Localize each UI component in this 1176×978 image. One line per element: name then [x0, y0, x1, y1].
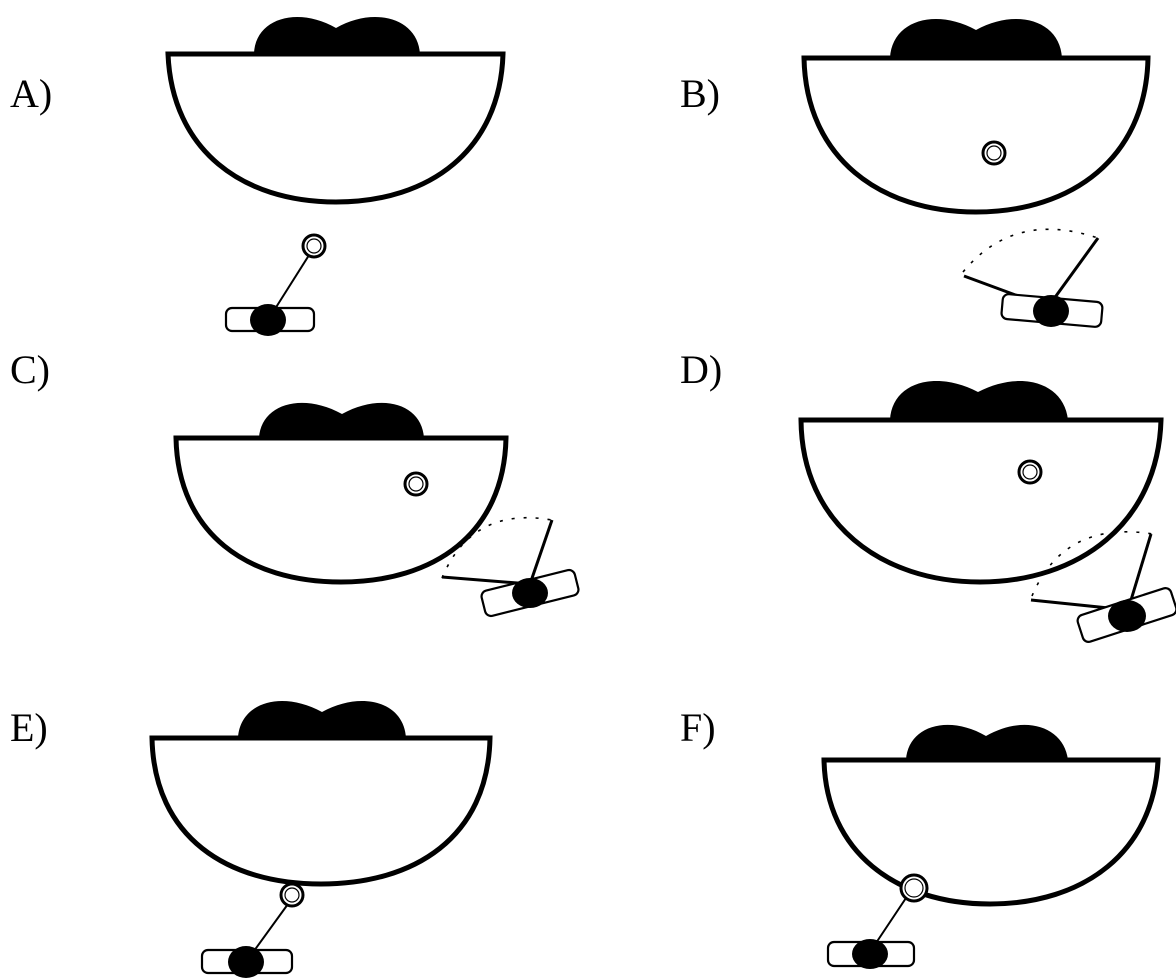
pendulum-bob — [1017, 459, 1043, 485]
pendulum-diagram-a — [165, 16, 506, 336]
pendulum-diagram-d — [798, 381, 1176, 643]
cap-shape — [254, 16, 420, 54]
panel-label: D) — [680, 347, 723, 392]
cap-shape — [890, 19, 1062, 58]
pivot-knob — [228, 946, 264, 978]
swing-arc — [962, 228, 1099, 273]
panel-label: F) — [680, 705, 716, 750]
pendulum-diagram-c — [173, 402, 580, 618]
bowl-shape — [801, 55, 1151, 215]
pendulum-diagram-b — [801, 19, 1151, 328]
panel-label: A) — [10, 71, 53, 116]
pendulum-rod-right — [1126, 533, 1153, 611]
panel-f: F) — [588, 652, 1176, 978]
bowl-shape — [149, 735, 493, 887]
pendulum-diagram-f — [821, 724, 1161, 969]
pivot-knob — [512, 578, 548, 608]
pendulum-bob — [301, 233, 327, 259]
panel-label: E) — [10, 705, 48, 750]
bowl-shape — [798, 417, 1164, 585]
pivot-knob — [250, 304, 286, 336]
panel-label: C) — [10, 347, 50, 392]
pivot-knob — [1108, 600, 1146, 632]
pendulum-bob — [981, 140, 1007, 166]
cap-shape — [906, 724, 1068, 760]
bowl-shape — [821, 757, 1161, 907]
pendulum-bob — [403, 471, 429, 497]
panel-a: A) — [0, 0, 588, 336]
cap-shape — [238, 700, 406, 738]
pendulum-rod-right — [1046, 237, 1100, 308]
pendulum-diagram-e — [149, 700, 493, 978]
panel-b: B) — [588, 0, 1176, 328]
panel-e: E) — [0, 652, 588, 978]
bowl-shape — [165, 51, 506, 205]
pivot-knob — [852, 939, 888, 969]
cap-shape — [890, 381, 1068, 420]
pendulum-bob — [279, 882, 305, 908]
panel-c: C) — [0, 326, 588, 652]
swing-arc — [1031, 531, 1154, 597]
panel-d: D) — [588, 326, 1176, 652]
bowl-shape — [173, 435, 509, 585]
panel-label: B) — [680, 71, 720, 116]
pivot-knob — [1033, 295, 1069, 327]
cap-shape — [259, 402, 424, 438]
pendulum-rod-right — [528, 519, 554, 585]
